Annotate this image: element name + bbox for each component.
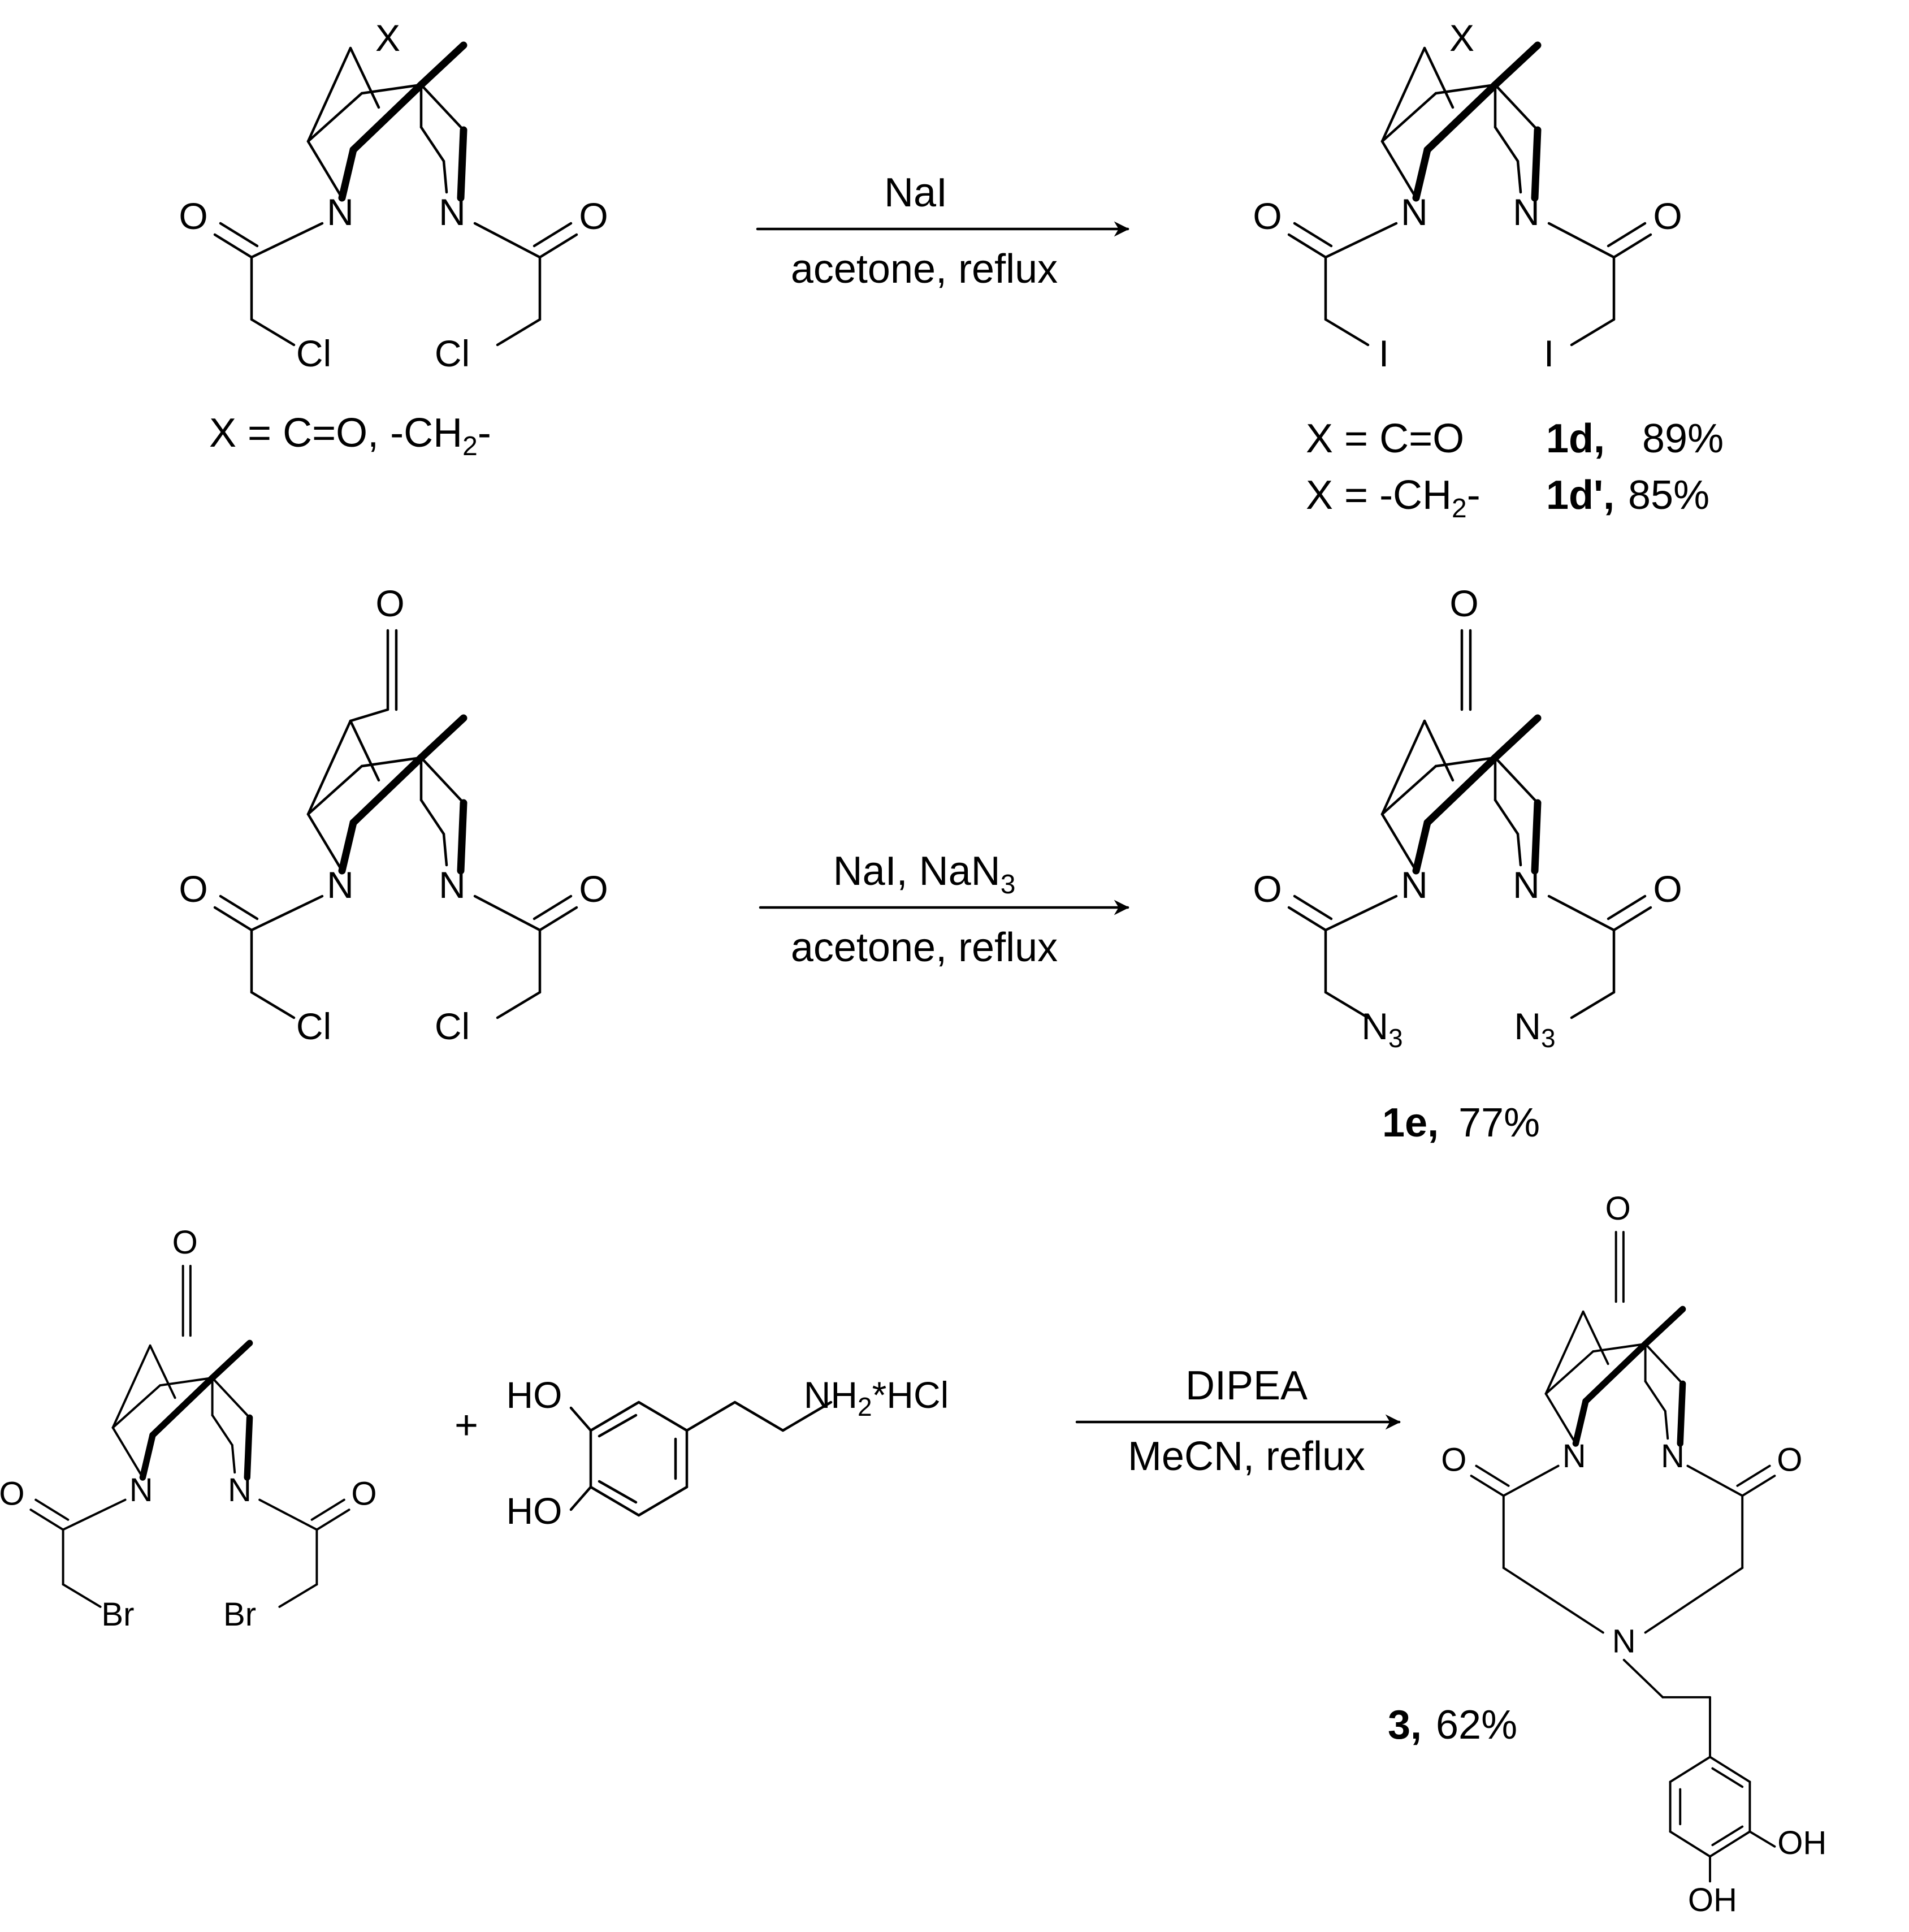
reactant-3-dopamine-hcl: HO HO NH2*HCl	[507, 1374, 949, 1532]
arrow-3-conditions: MeCN, reflux	[1128, 1434, 1365, 1479]
amide-nitrogen-left: N	[1562, 1438, 1586, 1475]
product-1d-x-value: X = C=O	[1306, 416, 1464, 461]
amide-nitrogen-right: N	[439, 191, 466, 233]
hydroxyl-bottom: HO	[507, 1490, 562, 1532]
arrow-2-conditions: acetone, reflux	[791, 925, 1058, 970]
ketone-oxygen: O	[375, 582, 404, 624]
chlorine-left: Cl	[296, 1005, 331, 1047]
bridge-atom-x: X	[1449, 17, 1474, 59]
reactant-2: O N N O O Cl Cl	[179, 582, 608, 1047]
reactant-3-bromoacetyl: O N N O O Br Br	[0, 1224, 377, 1633]
amide-nitrogen-right: N	[1513, 864, 1540, 906]
product-1d: X N N O O I I X = C=O 1d, 89% X = -CH2- …	[1253, 17, 1724, 524]
product-3-yield: 62%	[1436, 1702, 1517, 1748]
carbonyl-oxygen-left: O	[1441, 1441, 1466, 1478]
reaction-arrow-2: NaI, NaN3 acetone, reflux	[759, 849, 1129, 970]
product-1d-prime-yield: 85%	[1628, 473, 1709, 518]
amide-nitrogen-left: N	[129, 1472, 153, 1509]
bridge-atom-x: X	[375, 17, 400, 59]
carbonyl-oxygen-right: O	[1653, 195, 1682, 237]
bromine-left: Br	[101, 1596, 134, 1633]
amide-nitrogen-right: N	[1661, 1438, 1685, 1475]
carbonyl-oxygen-right: O	[1653, 868, 1682, 910]
carbonyl-oxygen-left: O	[179, 868, 207, 910]
iodine-right: I	[1544, 332, 1554, 374]
reaction-arrow-1: NaI acetone, reflux	[756, 170, 1129, 292]
carbonyl-oxygen-right: O	[579, 195, 608, 237]
product-1e: O N N O O N3 N3 1e, 77%	[1253, 582, 1682, 1146]
carbonyl-oxygen-left: O	[0, 1475, 25, 1512]
product-1d-prime-label: 1d',	[1546, 473, 1614, 518]
amide-nitrogen-left: N	[1401, 864, 1428, 906]
azide-left: N3	[1361, 1005, 1402, 1053]
ketone-oxygen: O	[1449, 582, 1478, 624]
product-1d-prime-x-value: X = -CH2-	[1306, 473, 1481, 524]
product-1e-label: 1e,	[1382, 1100, 1439, 1146]
reactant-1: X N N O O Cl Cl X = C=O, -CH2-	[179, 17, 608, 461]
iodine-left: I	[1379, 332, 1389, 374]
carbonyl-oxygen-left: O	[1253, 195, 1282, 237]
azide-right: N3	[1514, 1005, 1555, 1053]
hydroxyl-para: OH	[1688, 1882, 1737, 1918]
ketone-oxygen: O	[1605, 1190, 1631, 1227]
carbonyl-oxygen-right: O	[579, 868, 608, 910]
amide-nitrogen-right: N	[439, 864, 466, 906]
reactant-1-x-definition: X = C=O, -CH2-	[209, 410, 491, 461]
amide-nitrogen-left: N	[327, 864, 354, 906]
amide-nitrogen-right: N	[1513, 191, 1540, 233]
arrow-1-conditions: acetone, reflux	[791, 247, 1058, 292]
reaction-arrow-3: DIPEA MeCN, reflux	[1075, 1363, 1401, 1479]
carbonyl-oxygen-left: O	[1253, 868, 1282, 910]
chlorine-left: Cl	[296, 332, 331, 374]
product-1d-yield: 89%	[1642, 416, 1724, 461]
tertiary-amine-nitrogen: N	[1612, 1623, 1636, 1660]
amine-hydrochloride: NH2*HCl	[804, 1374, 949, 1421]
plus-sign: +	[454, 1403, 478, 1448]
arrow-3-reagent: DIPEA	[1185, 1363, 1308, 1408]
carbonyl-oxygen-right: O	[1777, 1441, 1802, 1478]
bromine-right: Br	[223, 1596, 256, 1633]
carbonyl-oxygen-right: O	[351, 1475, 376, 1512]
amide-nitrogen-left: N	[1401, 191, 1428, 233]
ketone-oxygen: O	[172, 1224, 198, 1261]
hydroxyl-meta: OH	[1777, 1825, 1826, 1861]
arrow-2-reagents: NaI, NaN3	[833, 849, 1016, 900]
product-3: O N N O O N	[1388, 1190, 1826, 1918]
hydroxyl-top: HO	[507, 1374, 562, 1416]
carbonyl-oxygen-left: O	[179, 195, 207, 237]
chlorine-right: Cl	[435, 1005, 470, 1047]
chlorine-right: Cl	[435, 332, 470, 374]
amide-nitrogen-right: N	[228, 1472, 252, 1509]
product-1d-label: 1d,	[1546, 416, 1605, 461]
arrow-1-reagent: NaI	[884, 170, 947, 215]
amide-nitrogen-left: N	[327, 191, 354, 233]
product-1e-yield: 77%	[1458, 1100, 1540, 1146]
product-3-label: 3,	[1388, 1702, 1422, 1748]
